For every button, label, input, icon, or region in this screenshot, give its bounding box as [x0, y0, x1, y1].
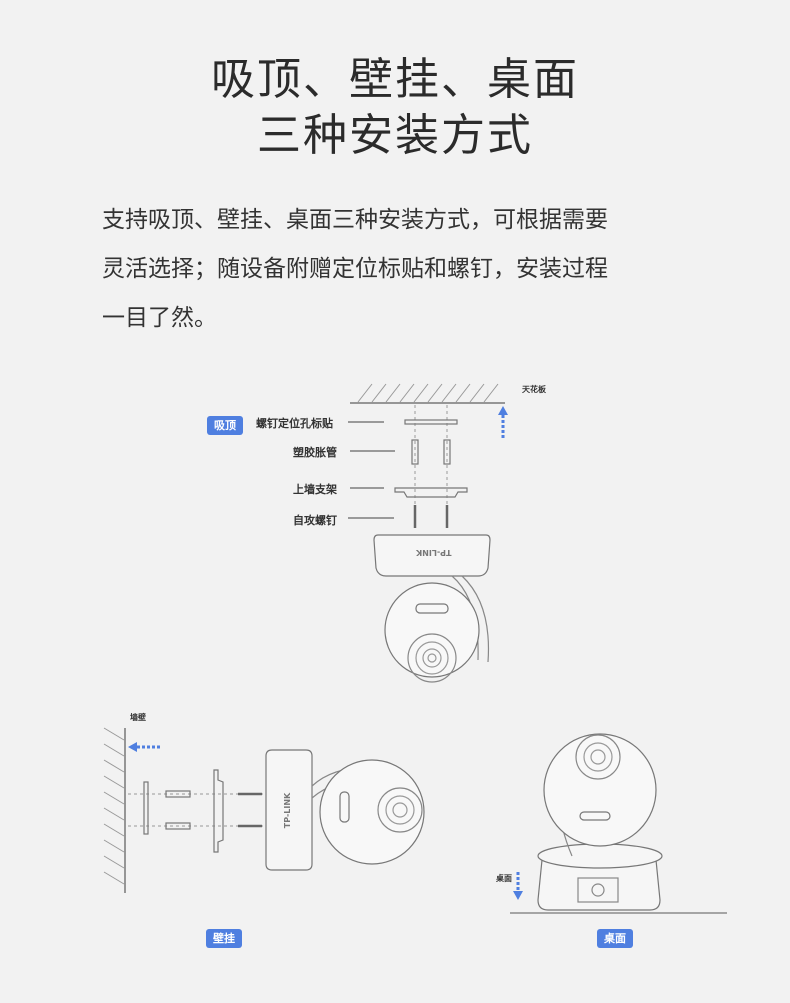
- wall-badge: 壁挂: [206, 929, 242, 948]
- page-title-line2: 三种安装方式: [257, 110, 533, 161]
- page-title-line1: 吸顶、壁挂、桌面: [211, 54, 579, 105]
- part-label-bracket: 上墙支架: [293, 483, 337, 496]
- desk-label: 桌面: [496, 874, 512, 883]
- part-label-screw: 自攻螺钉: [293, 514, 337, 527]
- ceiling-brand-logo: TP-LINK: [416, 548, 452, 557]
- ceiling-badge: 吸顶: [207, 416, 243, 435]
- wall-label: 墙壁: [130, 713, 146, 722]
- description-line1: 支持吸顶、壁挂、桌面三种安装方式，可根据需要: [102, 207, 608, 233]
- description-line2: 灵活选择；随设备附赠定位标贴和螺钉，安装过程: [102, 256, 608, 282]
- ceiling-label: 天花板: [522, 385, 546, 394]
- part-label-anchor: 塑胶胀管: [293, 446, 337, 459]
- desk-badge: 桌面: [597, 929, 633, 948]
- wall-brand-logo: TP-LINK: [283, 792, 293, 829]
- part-label-sticker: 螺钉定位孔标贴: [256, 417, 333, 430]
- description-line3: 一目了然。: [102, 305, 217, 331]
